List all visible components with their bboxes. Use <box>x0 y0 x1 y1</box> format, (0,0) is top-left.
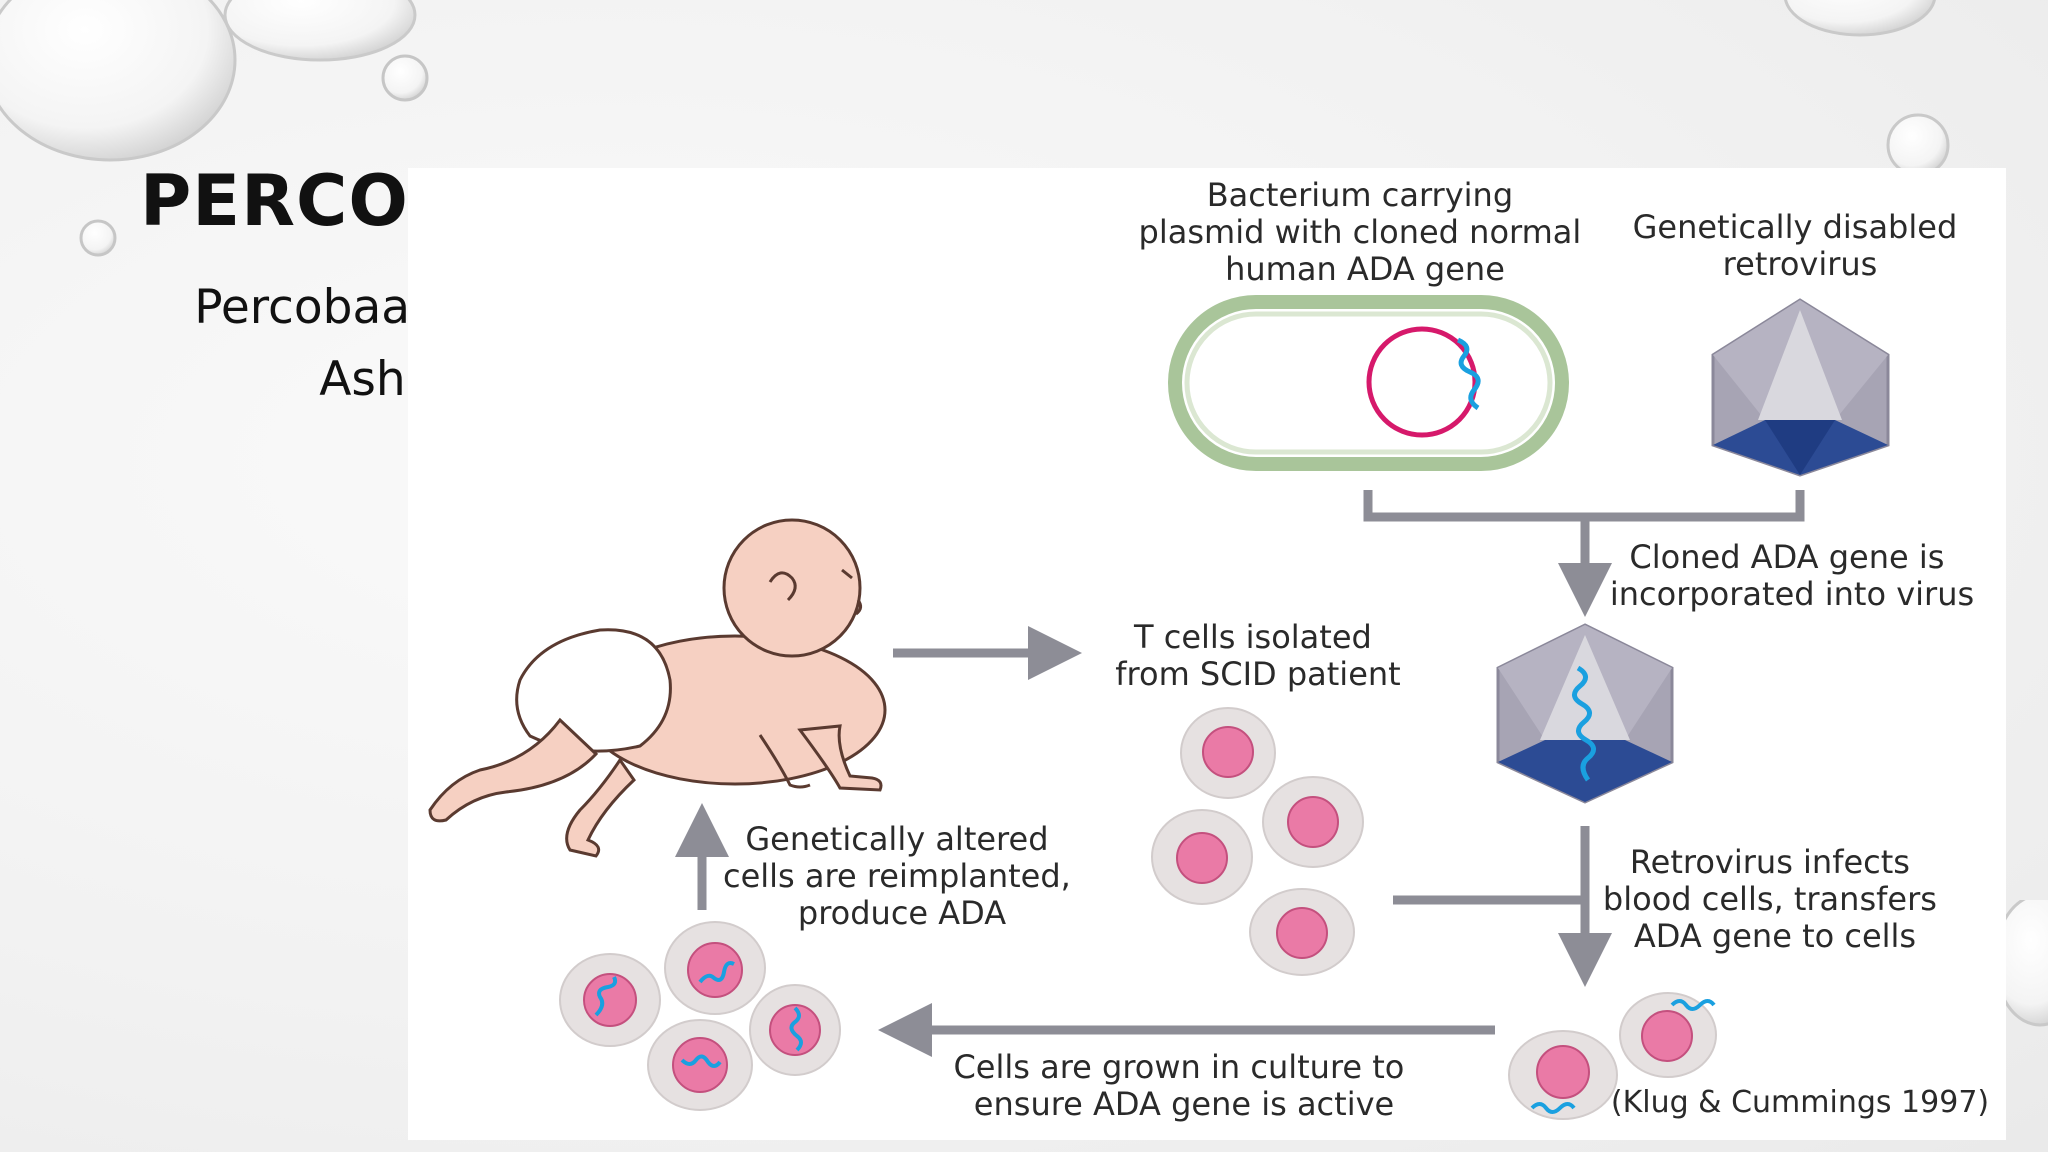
retrovirus-icon <box>1711 298 1890 477</box>
label-line: blood cells, transfers <box>1603 880 1937 918</box>
culture-label: Cells are grown in culture to ensure ADA… <box>953 1048 1414 1123</box>
water-drop-decoration <box>0 0 429 257</box>
bacterium-icon <box>1168 295 1569 471</box>
label-line: Genetically altered <box>745 820 1048 858</box>
citation: (Klug & Cummings 1997) <box>1611 1085 1989 1120</box>
infect-label: Retrovirus infects blood cells, transfer… <box>1603 843 1947 955</box>
label-line: Cells are grown in culture to <box>953 1048 1404 1086</box>
label-line: cells are reimplanted, <box>723 857 1071 895</box>
label-line: Cloned ADA gene is <box>1629 538 1944 576</box>
t-cells-icon <box>1151 707 1364 976</box>
bacterium-label: Bacterium carrying plasmid with cloned n… <box>1139 176 1592 288</box>
label-line: ADA gene to cells <box>1634 917 1916 955</box>
incorporate-label: Cloned ADA gene is incorporated into vir… <box>1610 538 1974 613</box>
label-line: incorporated into virus <box>1610 575 1974 613</box>
label-line: plasmid with cloned normal <box>1139 213 1582 251</box>
label-line: Retrovirus infects <box>1630 843 1910 881</box>
label-line: ensure ADA gene is active <box>974 1085 1394 1123</box>
ada-gene-icon <box>1572 665 1596 782</box>
tcells-label: T cells isolated from SCID patient <box>1115 618 1400 693</box>
ada-gene-icon <box>1456 337 1481 411</box>
baby-icon <box>428 518 887 858</box>
label-line: produce ADA <box>798 894 1006 932</box>
retrovirus-with-gene-icon <box>1496 623 1674 804</box>
merge-arrow <box>1363 490 1805 617</box>
label-line: human ADA gene <box>1225 250 1505 288</box>
water-drop-decoration <box>1784 0 1950 177</box>
label-line: from SCID patient <box>1115 655 1400 693</box>
label-line: Genetically disabled <box>1633 208 1958 246</box>
reimplant-label: Genetically altered cells are reimplante… <box>723 820 1081 932</box>
plasmid-icon <box>1366 326 1478 438</box>
label-line: retrovirus <box>1723 245 1878 283</box>
label-line: T cells isolated <box>1133 618 1372 656</box>
altered-cells-icon <box>559 921 841 1111</box>
infected-cells-icon <box>1508 992 1717 1120</box>
retrovirus-label: Genetically disabled retrovirus <box>1633 208 1968 283</box>
label-line: Bacterium carrying <box>1207 176 1513 214</box>
